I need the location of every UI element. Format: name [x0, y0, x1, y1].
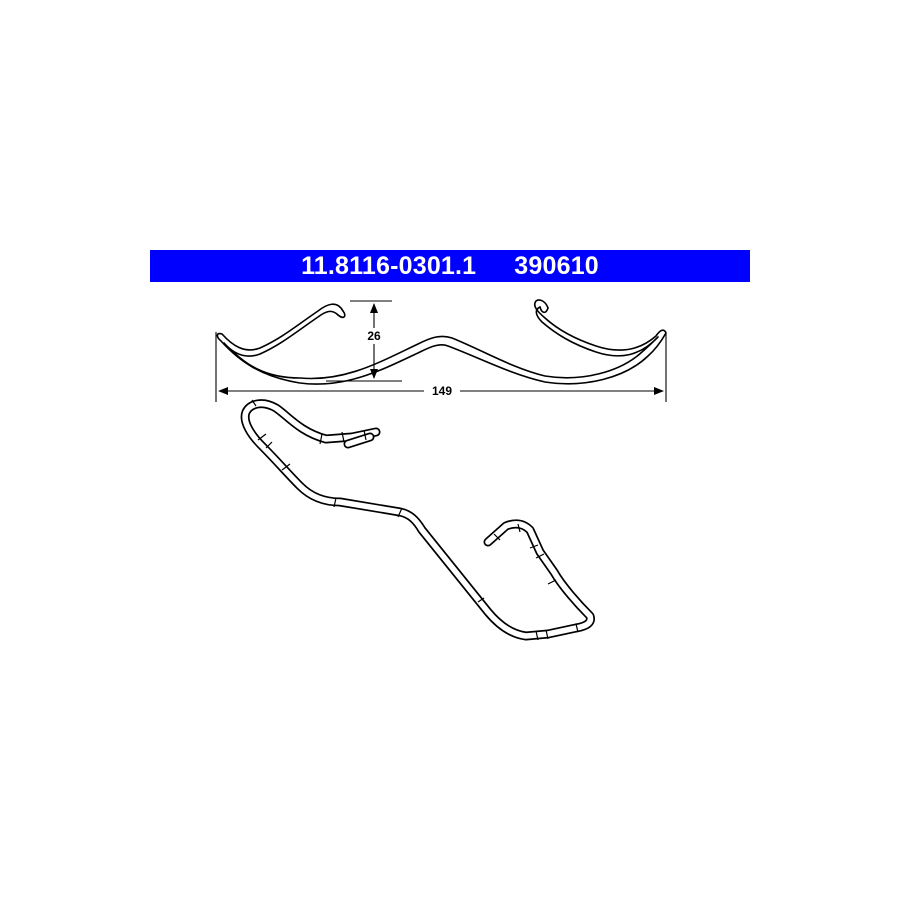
spring-hook-left: [337, 310, 346, 319]
spring-outline-outer: [216, 299, 667, 385]
title-bar: 11.8116-0301.1 390610: [150, 250, 750, 282]
width-label: 149: [432, 384, 452, 398]
height-dimension: 26: [326, 300, 402, 382]
wire-path-inner: [242, 400, 594, 639]
spring-outline-inner: [223, 306, 659, 380]
height-label: 26: [367, 329, 381, 343]
spring-hook-right: [539, 306, 549, 314]
spring-isometric-view: [240, 399, 595, 641]
width-dimension: 149: [215, 332, 667, 402]
reference-number: 390610: [514, 252, 599, 280]
spring-side-view: [216, 299, 667, 385]
part-number: 11.8116-0301.1: [301, 252, 477, 280]
